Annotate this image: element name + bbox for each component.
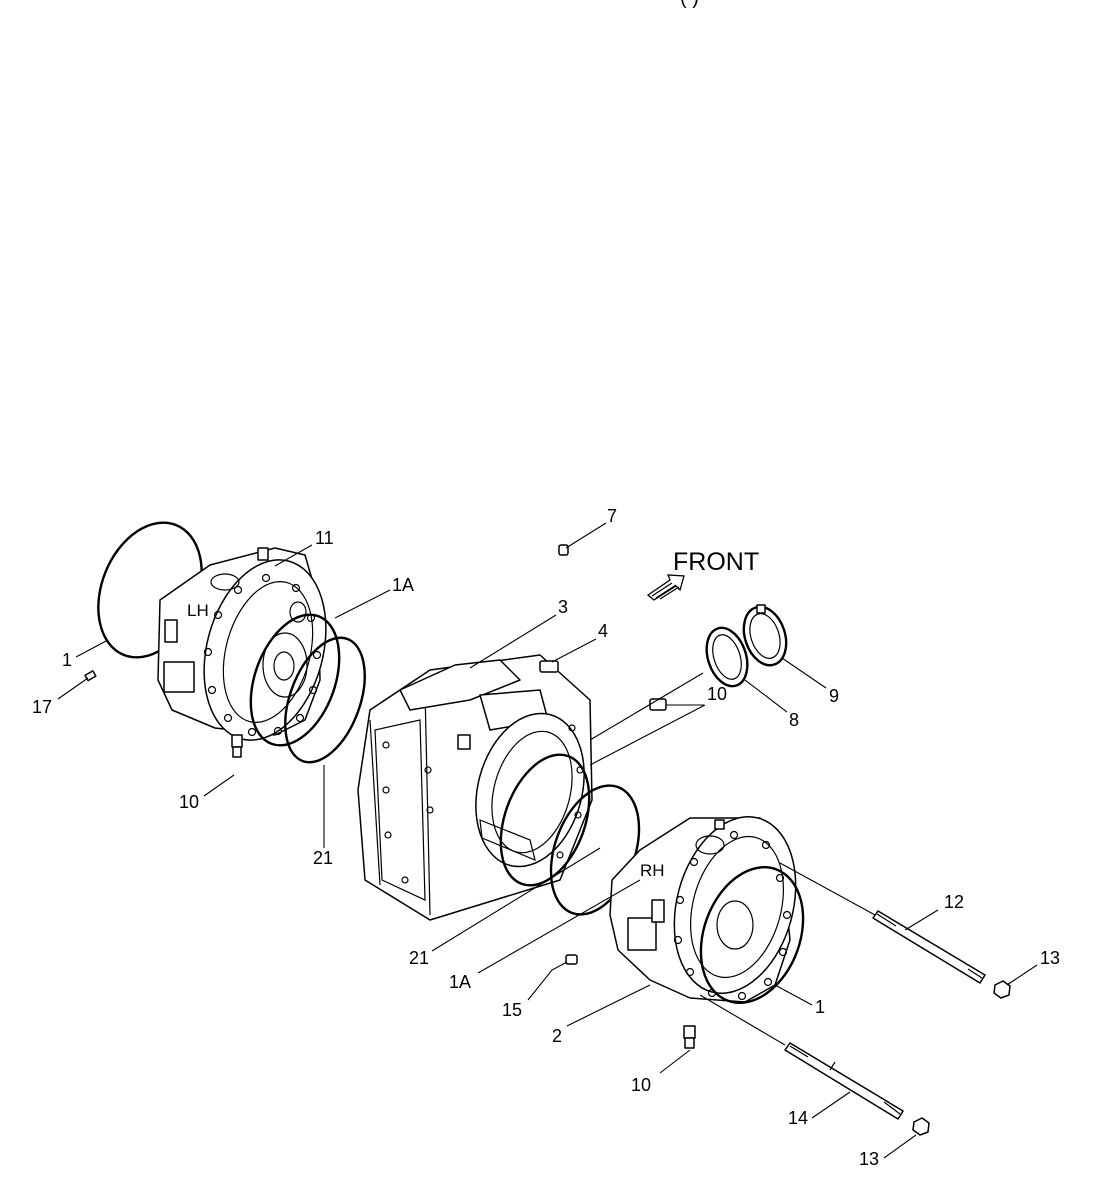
callout-14: 14 bbox=[788, 1108, 808, 1128]
callout-10-mid: 10 bbox=[707, 684, 727, 704]
callout-15: 15 bbox=[502, 1000, 522, 1020]
callout-7: 7 bbox=[607, 506, 617, 526]
callout-2: 2 bbox=[552, 1026, 562, 1046]
front-arrow-icon bbox=[646, 574, 685, 601]
center-case bbox=[357, 654, 593, 921]
callout-21-left: 21 bbox=[313, 848, 333, 868]
callout-1a-top: 1A bbox=[392, 575, 414, 595]
callouts: 11 1A 1 17 10 21 7 3 4 10 8 9 21 1A 15 2… bbox=[32, 506, 1060, 1169]
seal-8 bbox=[705, 626, 749, 688]
side-label-rh: RH bbox=[640, 861, 665, 880]
nut-13-top bbox=[993, 980, 1011, 999]
breather-4 bbox=[539, 660, 559, 673]
o-ring-1-right bbox=[699, 866, 805, 1004]
plug-7 bbox=[558, 544, 569, 556]
callout-4: 4 bbox=[598, 621, 608, 641]
stud-12 bbox=[872, 910, 986, 984]
nut-13-bottom bbox=[912, 1117, 930, 1136]
snap-ring-9 bbox=[742, 604, 788, 667]
plug-15 bbox=[565, 954, 578, 965]
o-ring-21-left bbox=[284, 636, 366, 764]
callout-13-top: 13 bbox=[1040, 948, 1060, 968]
top-cut-text: ( ) bbox=[680, 0, 699, 9]
callout-10-left: 10 bbox=[179, 792, 199, 812]
o-ring-1a-bottom bbox=[499, 753, 591, 887]
stud-14 bbox=[784, 1042, 904, 1120]
bolt-10-left bbox=[231, 734, 243, 758]
callout-17: 17 bbox=[32, 697, 52, 717]
callout-12: 12 bbox=[944, 892, 964, 912]
callout-3: 3 bbox=[558, 597, 568, 617]
side-label-lh: LH bbox=[187, 601, 209, 620]
o-ring-1a-top bbox=[249, 613, 341, 747]
plug-10-mid bbox=[649, 698, 667, 711]
front-label: FRONT bbox=[673, 548, 759, 576]
callout-11: 11 bbox=[315, 528, 334, 548]
callout-1-right: 1 bbox=[815, 997, 825, 1017]
callout-10-bottom: 10 bbox=[631, 1075, 651, 1095]
callout-9: 9 bbox=[829, 686, 839, 706]
bolt-10-bottom bbox=[683, 1025, 696, 1049]
callout-1a-bottom: 1A bbox=[449, 972, 471, 992]
callout-1-left: 1 bbox=[62, 650, 72, 670]
leader-lines bbox=[57, 522, 1038, 1159]
callout-21-bottom: 21 bbox=[409, 948, 429, 968]
callout-13-bottom: 13 bbox=[859, 1149, 879, 1169]
callout-8: 8 bbox=[789, 710, 799, 730]
